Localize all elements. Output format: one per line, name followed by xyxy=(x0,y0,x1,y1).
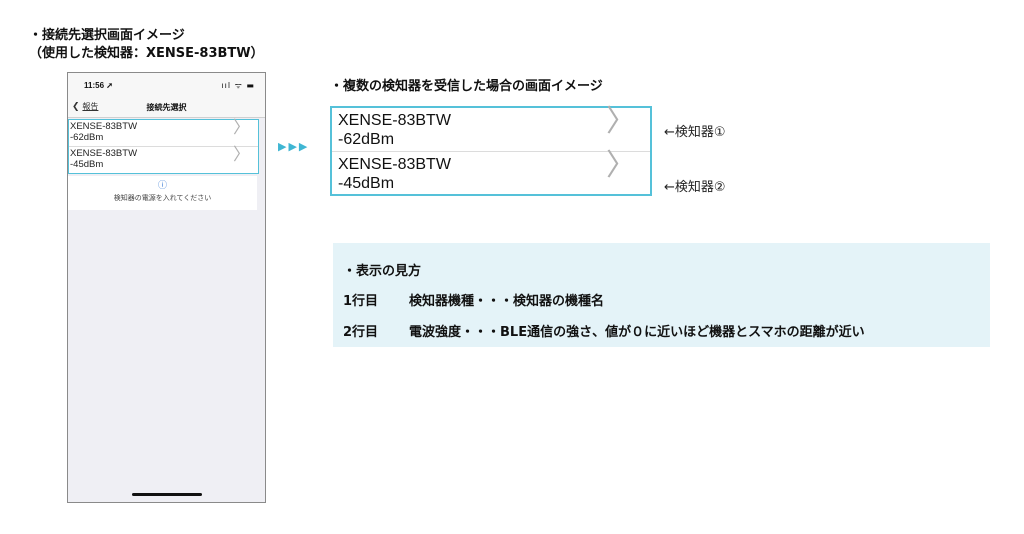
row-label: 1行目 xyxy=(343,294,379,309)
arrow-right-icon: ▶▶▶ xyxy=(278,140,310,153)
zoomed-device-list: XENSE-83BTW -62dBm 〉 XENSE-83BTW -45dBm … xyxy=(330,106,652,196)
signal-wifi-battery-icon: ııl ᯤ ▬ xyxy=(221,81,255,90)
explanation-row-1: 1行目 検知器機種・・・検知器の機種名 xyxy=(343,290,604,309)
nav-title: 接続先選択 xyxy=(146,103,187,112)
status-time: 11:56 ➚ xyxy=(84,81,113,90)
back-button[interactable]: ❮ 報告 xyxy=(72,101,98,112)
device-name: XENSE-83BTW xyxy=(338,112,451,129)
device-row-1[interactable]: XENSE-83BTW -62dBm 〉 xyxy=(69,120,258,147)
explanation-box: ・表示の見方 1行目 検知器機種・・・検知器の機種名 2行目 電波強度・・・BLE通… xyxy=(333,243,990,347)
device-name: XENSE-83BTW xyxy=(338,156,451,173)
right-title: ・複数の検知器を受信した場合の画面イメージ xyxy=(330,79,603,94)
device-signal: -62dBm xyxy=(70,132,104,143)
device-list: XENSE-83BTW -62dBm 〉 XENSE-83BTW -45dBm … xyxy=(68,119,259,174)
info-message: 検知器の電源を入れてください xyxy=(113,194,212,202)
explanation-row-2: 2行目 電波強度・・・BLE通信の強さ、値が０に近いほど機器とスマホの距離が近い xyxy=(343,321,865,340)
info-panel: ⓘ 検知器の電源を入れてください xyxy=(68,176,257,210)
device-row-2[interactable]: XENSE-83BTW -45dBm 〉 xyxy=(69,147,258,173)
row-text: 検知器機種・・・検知器の機種名 xyxy=(409,294,605,309)
phone-screen: 11:56 ➚ ııl ᯤ ▬ ❮ 報告 接続先選択 XENSE-83BTW -… xyxy=(67,72,266,503)
home-indicator[interactable] xyxy=(132,493,202,496)
chevron-right-icon: 〉 xyxy=(606,148,636,183)
chevron-right-icon: 〉 xyxy=(233,145,250,165)
back-label: 報告 xyxy=(82,102,99,111)
detector-label-1: ←検知器① xyxy=(664,125,726,140)
row-label: 2行目 xyxy=(343,325,379,340)
device-signal: -62dBm xyxy=(338,131,395,148)
detector-label-2: ←検知器② xyxy=(664,180,726,195)
chevron-right-icon: 〉 xyxy=(606,104,636,139)
explanation-title: ・表示の見方 xyxy=(343,264,422,279)
left-title: ・接続先選択画面イメージ xyxy=(29,28,185,43)
device-signal: -45dBm xyxy=(338,175,395,192)
zoomed-device-row-1[interactable]: XENSE-83BTW -62dBm 〉 xyxy=(332,104,650,152)
device-name: XENSE-83BTW xyxy=(70,148,138,159)
row-text: 電波強度・・・BLE通信の強さ、値が０に近いほど機器とスマホの距離が近い xyxy=(409,325,865,340)
left-subtitle: （使用した検知器：XENSE-83BTW） xyxy=(29,46,264,61)
device-name: XENSE-83BTW xyxy=(70,121,138,132)
nav-bar: ❮ 報告 接続先選択 xyxy=(68,99,265,118)
chevron-right-icon: 〉 xyxy=(233,118,250,138)
zoomed-device-row-2[interactable]: XENSE-83BTW -45dBm 〉 xyxy=(332,148,650,195)
chevron-left-icon: ❮ xyxy=(72,102,80,112)
device-signal: -45dBm xyxy=(70,159,104,170)
info-icon: ⓘ xyxy=(157,181,167,191)
status-bar: 11:56 ➚ ııl ᯤ ▬ xyxy=(68,73,265,99)
